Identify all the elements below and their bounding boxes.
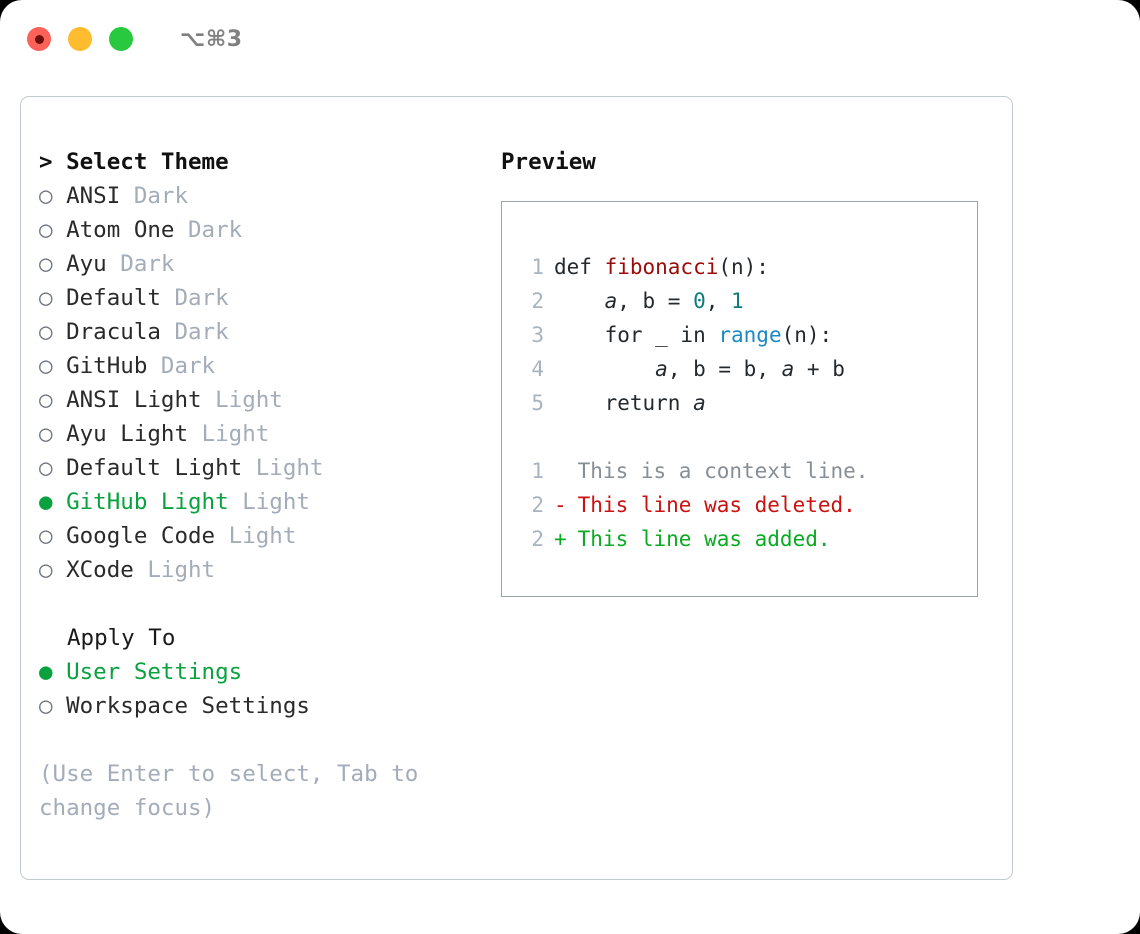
theme-option-default-light[interactable]: ○ Default Light Light (39, 455, 324, 481)
theme-variant-tag: Dark (133, 183, 189, 209)
radio-icon: ○ (39, 557, 53, 583)
line-number: 2 (531, 493, 544, 517)
radio-icon: ○ (39, 353, 53, 379)
line-number: 1 (531, 459, 544, 483)
line-number: 3 (531, 323, 544, 347)
radio-icon: ○ (39, 251, 53, 277)
radio-icon: ○ (39, 217, 53, 243)
section-spacer (39, 587, 489, 621)
line-number: 2 (531, 289, 544, 313)
theme-variant-tag: Light (215, 387, 283, 413)
apply-to-option-user-settings[interactable]: ● User Settings (39, 659, 243, 685)
theme-option-xcode[interactable]: ○ XCode Light (39, 557, 216, 583)
line-number: 1 (531, 255, 544, 279)
theme-variant-tag: Dark (174, 319, 229, 345)
apply-to-option-workspace-settings[interactable]: ○ Workspace Settings (39, 693, 310, 719)
line-number: 2 (531, 527, 544, 551)
theme-option-google-code[interactable]: ○ Google Code Light (39, 523, 297, 549)
title-bar: ⌥⌘3 (0, 0, 1140, 78)
diff-sign (554, 454, 565, 488)
radio-icon: ○ (39, 421, 53, 447)
code-function-name: fibonacci (604, 255, 719, 279)
minimize-button[interactable] (68, 27, 92, 51)
theme-variant-tag: Light (228, 523, 297, 549)
code-line-5: 5 return a (522, 386, 977, 420)
radio-icon: ○ (39, 319, 53, 345)
theme-variant-tag: Dark (188, 217, 243, 243)
preview-title: Preview (501, 149, 596, 175)
keyboard-shortcut-label: ⌥⌘3 (180, 26, 243, 52)
code-line-2: 2 a, b = 0, 1 (522, 284, 977, 318)
code-number: 0 (693, 289, 706, 313)
radio-icon: ○ (39, 285, 53, 311)
theme-variant-tag: Light (201, 421, 270, 447)
theme-option-ayu[interactable]: ○ Ayu Dark (39, 251, 175, 277)
theme-option-github[interactable]: ○ GitHub Dark (39, 353, 216, 379)
radio-icon: ○ (39, 523, 53, 549)
diff-sign: + (554, 527, 567, 551)
theme-option-ansi-light[interactable]: ○ ANSI Light Light (39, 387, 283, 413)
radio-selected-icon: ● (39, 659, 53, 685)
code-line-3: 3 for _ in range(n): (522, 318, 977, 352)
theme-variant-tag: Light (147, 557, 216, 583)
radio-icon: ○ (39, 387, 53, 413)
theme-picker-column: > Select Theme ○ ANSI Dark ○ Atom One Da… (39, 145, 489, 825)
close-button[interactable] (27, 27, 51, 51)
theme-option-default[interactable]: ○ Default Dark (39, 285, 229, 311)
theme-variant-tag: Dark (120, 251, 175, 277)
theme-variant-tag: Dark (174, 285, 229, 311)
radio-icon: ○ (39, 455, 53, 481)
maximize-button[interactable] (109, 27, 133, 51)
theme-list: ○ ANSI Dark ○ Atom One Dark ○ Ayu Dark ○… (39, 179, 489, 587)
radio-icon: ○ (39, 183, 53, 209)
diff-spacer (522, 420, 977, 454)
theme-option-github-light[interactable]: ● GitHub Light Light (39, 489, 310, 515)
diff-line-context: 1 This is a context line. (522, 454, 977, 488)
theme-variant-tag: Light (255, 455, 324, 481)
code-number: 1 (731, 289, 744, 313)
diff-sign: - (554, 493, 567, 517)
code-line-4: 4 a, b = b, a + b (522, 352, 977, 386)
diff-line-added: 2+ This line was added. (522, 522, 977, 556)
diff-line-deleted: 2- This line was deleted. (522, 488, 977, 522)
theme-option-ayu-light[interactable]: ○ Ayu Light Light (39, 421, 270, 447)
theme-option-atom-one[interactable]: ○ Atom One Dark (39, 217, 243, 243)
keyboard-hint-text: (Use Enter to select, Tab to change focu… (39, 761, 419, 821)
theme-variant-tag: Light (242, 489, 310, 515)
theme-option-ansi[interactable]: ○ ANSI Dark (39, 183, 189, 209)
code-builtin-call: range (718, 323, 782, 347)
apply-to-list: ● User Settings ○ Workspace Settings (39, 655, 489, 723)
line-number: 5 (531, 391, 544, 415)
apply-to-header: Apply To (67, 625, 176, 651)
window-controls (27, 27, 133, 51)
main-panel: > Select Theme ○ ANSI Dark ○ Atom One Da… (20, 96, 1013, 880)
recording-indicator-icon (34, 34, 44, 44)
radio-selected-icon: ● (39, 489, 53, 515)
select-theme-header: > Select Theme (39, 149, 229, 175)
theme-option-dracula[interactable]: ○ Dracula Dark (39, 319, 229, 345)
line-number: 4 (531, 357, 544, 381)
radio-icon: ○ (39, 693, 53, 719)
theme-variant-tag: Dark (160, 353, 216, 379)
